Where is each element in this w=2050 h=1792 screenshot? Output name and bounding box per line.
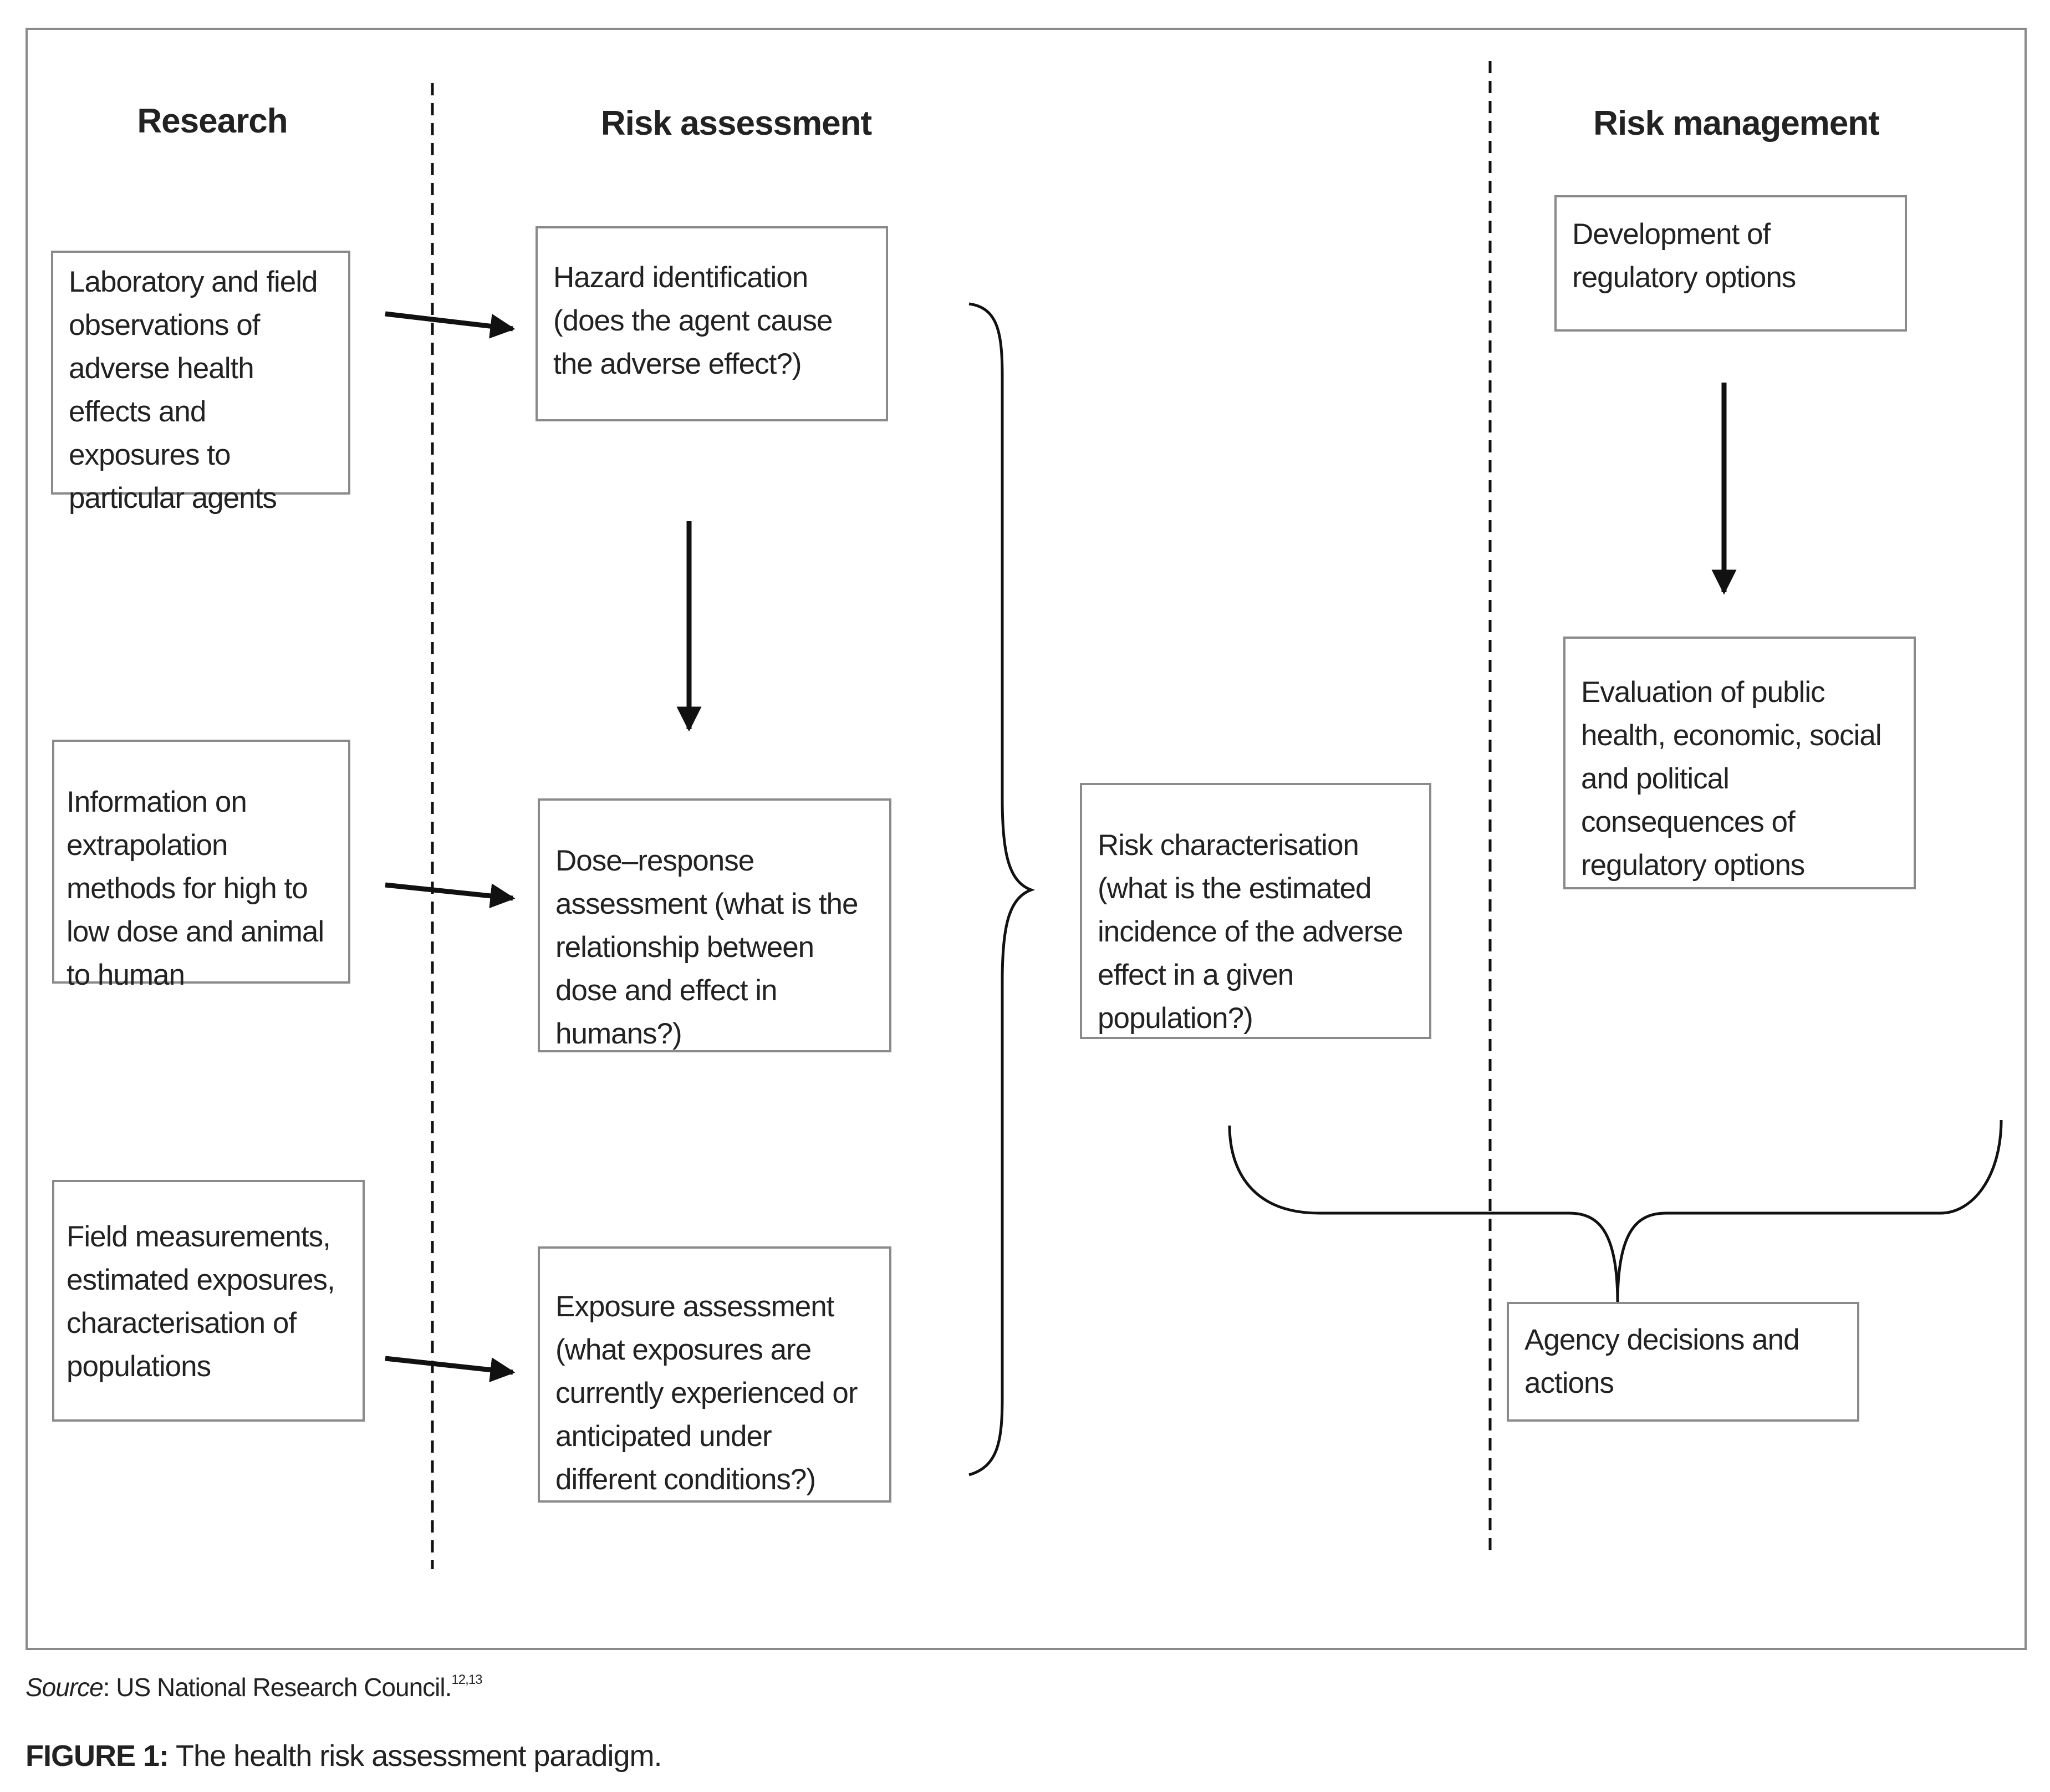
source-refs: 12,13 [451,1672,482,1687]
figure-title: The health risk assessment paradigm. [169,1739,662,1773]
arrow-hazard [385,311,516,339]
figure-frame [26,28,2027,1650]
agency-decisions-box: Agency decisions and actions [1507,1302,1859,1422]
source-text: : US National Research Council. [103,1673,452,1702]
source-label: Source [26,1673,104,1702]
risk-characterisation-box: Risk characterisation (what is the estim… [1080,783,1431,1039]
management-box-evaluation: Evaluation of public health, economic, s… [1563,637,1916,889]
heading-research: Research [137,102,288,140]
figure-label: FIGURE 1: [26,1739,169,1773]
management-box-regulatory-options: Development of regulatory options [1554,195,1907,332]
arrow-dose-response [385,882,516,909]
assessment-brace [968,302,1036,1477]
research-box-field-measurements: Field measurements, estimated exposures,… [52,1180,365,1422]
assessment-box-dose-response: Dose–response assessment (what is the re… [538,798,891,1052]
decision-brace [1228,1119,2003,1304]
assessment-box-hazard-identification: Hazard identification (does the agent ca… [536,226,888,421]
source-note: Source: US National Research Council.12,… [26,1672,482,1702]
figure-caption: FIGURE 1: The health risk assessment par… [26,1739,662,1773]
heading-risk-management: Risk management [1593,104,1880,142]
research-box-observations: Laboratory and field observations of adv… [51,251,350,515]
assessment-box-exposure: Exposure assessment (what exposures are … [538,1246,891,1503]
research-box-extrapolation: Information on extrapolation methods for… [52,740,350,991]
arrow-exposure [385,1356,516,1382]
heading-risk-assessment: Risk assessment [600,104,872,142]
